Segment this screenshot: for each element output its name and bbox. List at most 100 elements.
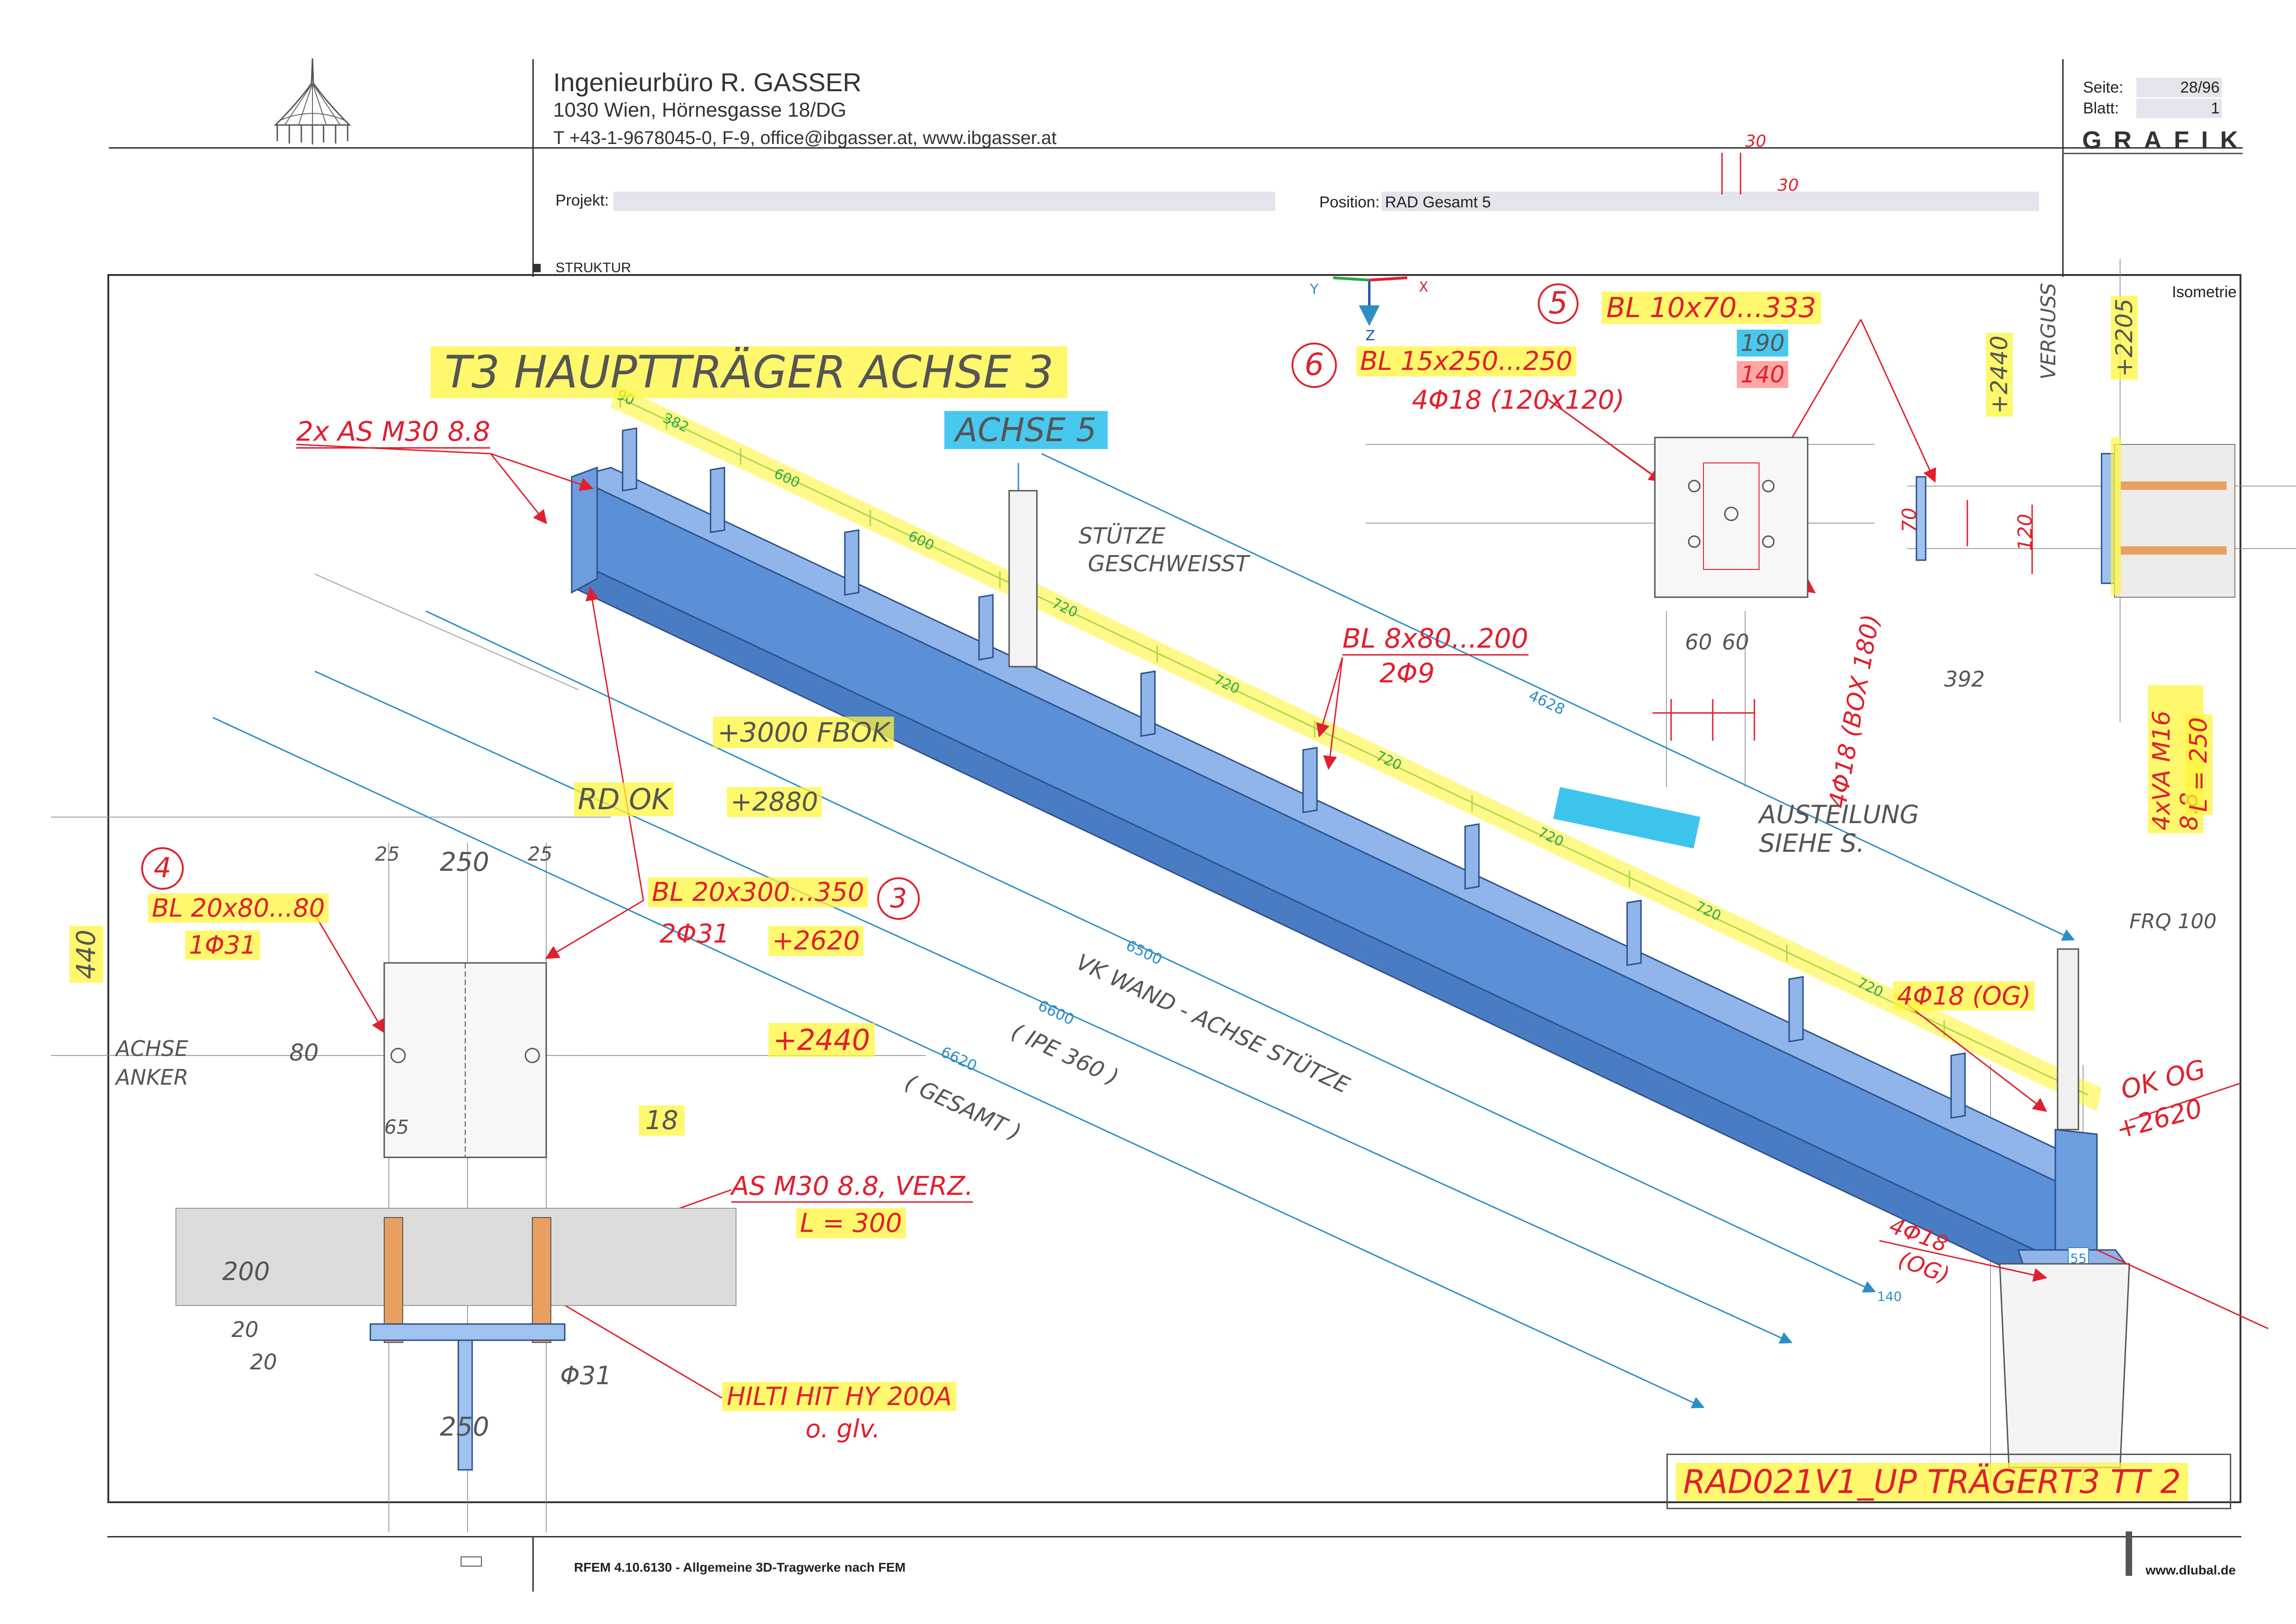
company-name: Ingenieurbüro R. GASSER [553, 68, 862, 97]
detail-anchor-plate [1654, 437, 1809, 598]
blatt-label: Blatt: [2083, 100, 2119, 117]
red-dimension-marks [1653, 153, 2033, 741]
seite-field-bg [2136, 78, 2222, 97]
plate3-number: 3 [877, 877, 920, 920]
plate5-label: BL 10x70...333 [1602, 292, 1821, 324]
company-contact: T +43-1-9678045-0, F-9, office@ibgasser.… [553, 128, 1057, 148]
column-welded-2: GESCHWEISST [1088, 551, 1249, 577]
detail-note-1: AUSTEILUNG [1759, 800, 1919, 829]
seite-label: Seite: [2083, 79, 2123, 96]
axis-x-label: X [1419, 279, 1429, 295]
drawing-frame [107, 274, 2241, 1503]
rfem-logo-icon [461, 1556, 482, 1567]
dim-392: 392 [1944, 667, 1985, 692]
dim-60b: 60 [1722, 630, 1749, 655]
plate5-value-2: 140 [1737, 361, 1789, 388]
footer-website: www.dlubal.de [2146, 1563, 2236, 1577]
title-annotation: T3 HAUPTTRÄGER ACHSE 3 [430, 346, 1068, 398]
hilti-label-b: o. glv. [805, 1414, 880, 1443]
header-rule [109, 147, 2243, 149]
dim-30: 30 [1745, 132, 1766, 151]
anchor-top-label: 2x AS M30 8.8 [296, 416, 491, 449]
dim-70: 70 [1898, 507, 1921, 532]
dim-440: 440 [69, 926, 103, 983]
axis-y-label: Y [1310, 281, 1319, 298]
dim-20b: 20 [250, 1349, 277, 1374]
blatt-field-bg [2136, 99, 2222, 118]
title-text: T3 HAUPTTRÄGER ACHSE 3 [430, 346, 1068, 398]
dim-200: 200 [222, 1257, 270, 1286]
footer-rule [107, 1536, 2241, 1537]
header-rule-right [2062, 153, 2243, 154]
position-field[interactable] [1382, 192, 2039, 211]
seite-value: 28/96 [2180, 79, 2220, 96]
plate3-label-a: BL 20x300...350 [648, 877, 868, 907]
section-title: GRAFIK [2082, 126, 2250, 154]
phi31-label: Φ31 [560, 1361, 612, 1390]
tent-logo-icon [274, 58, 351, 144]
company-address: 1030 Wien, Hörnesgasse 18/DG [553, 99, 847, 121]
anchor-bottom-b: L = 300 [796, 1208, 906, 1238]
footer-divider-left [532, 1536, 534, 1592]
position-label: Position: [1319, 194, 1380, 211]
dim-65: 65 [384, 1116, 409, 1138]
drawing-reference-box [1666, 1454, 2231, 1509]
plate-mid-b: 2Φ9 [1379, 657, 1435, 689]
hilti-label-a: HILTI HIT HY 200A [722, 1382, 957, 1411]
company-logo [271, 56, 354, 148]
dim-30b: 30 [1778, 176, 1799, 195]
position-value: RAD Gesamt 5 [1385, 194, 1491, 211]
footer-software: RFEM 4.10.6130 - Allgemeine 3D-Tragwerke… [574, 1560, 906, 1574]
plate3-label-b: 2Φ31 [660, 919, 730, 949]
level-2440-right: +2440 [1986, 332, 2013, 417]
plate3-level: +2620 [768, 926, 864, 956]
support-column [1008, 490, 2130, 1468]
axis-z-label: Z [1366, 328, 1375, 344]
plate6-number: 6 [1292, 343, 1337, 388]
dim-20a: 20 [231, 1317, 259, 1342]
fra100-label: FRQ 100 [2129, 910, 2217, 933]
anchor-bottom-a: AS M30 8.8, VERZ. [731, 1171, 973, 1203]
dim-25b: 25 [528, 843, 553, 865]
projekt-field[interactable] [613, 192, 1275, 211]
level-2205: +2205 [2111, 295, 2138, 380]
plate6-label-b: 4Φ18 (120x120) [1412, 385, 1625, 415]
top-dim-highlight [611, 384, 2102, 1111]
struktur-label: STRUKTUR [555, 260, 631, 275]
level-rdok-value: +2880 [727, 787, 822, 817]
detail-foundation [175, 1208, 736, 1471]
axis-note: ACHSE 5 [944, 411, 1108, 449]
length-6500: 6500 [1123, 937, 1165, 968]
steel-beam [571, 466, 2131, 1293]
plate6-label-a: BL 15x250...250 [1356, 346, 1576, 376]
blatt-value: 1 [2211, 100, 2220, 117]
beam-stiffeners [622, 427, 1966, 1119]
dim-80: 80 [289, 1039, 319, 1066]
axis-triad-icon: Y X Z [1310, 276, 1429, 344]
length-6600: 6600 [1036, 997, 1077, 1029]
dim-60a: 60 [1685, 630, 1712, 655]
projekt-label: Projekt: [555, 192, 609, 209]
phi18-og-label: 4Φ18 (OG) [1893, 981, 2035, 1011]
level-2440: +2440 [768, 1023, 875, 1057]
dim-25a: 25 [375, 843, 400, 865]
header-divider-left [532, 59, 534, 277]
plate5-value-1: 190 [1737, 330, 1789, 356]
header-divider-right [2062, 59, 2064, 277]
end-label-140: 140 [1877, 1289, 1902, 1304]
detail-side-section [1915, 437, 2235, 598]
length-6620: 6620 [938, 1043, 980, 1075]
dim-18: 18 [639, 1106, 685, 1136]
dim-120: 120 [2014, 513, 2036, 551]
cyan-highlight-mark [1553, 787, 1701, 849]
column-welded-1: STÜTZE [1079, 523, 1166, 549]
company-block: Ingenieurbüro R. GASSER 1030 Wien, Hörne… [553, 69, 1057, 152]
achse-anker-2: ANKER [116, 1065, 189, 1090]
plate-mid-a: BL 8x80...200 [1342, 623, 1529, 656]
plate4-number: 4 [141, 847, 184, 890]
verguss-label: VERGUSS [2037, 282, 2060, 380]
plate4-label-b: 1Φ31 [185, 931, 260, 960]
plate4-label-a: BL 20x80...80 [148, 893, 329, 923]
level-rdok: RD OK [574, 782, 674, 816]
